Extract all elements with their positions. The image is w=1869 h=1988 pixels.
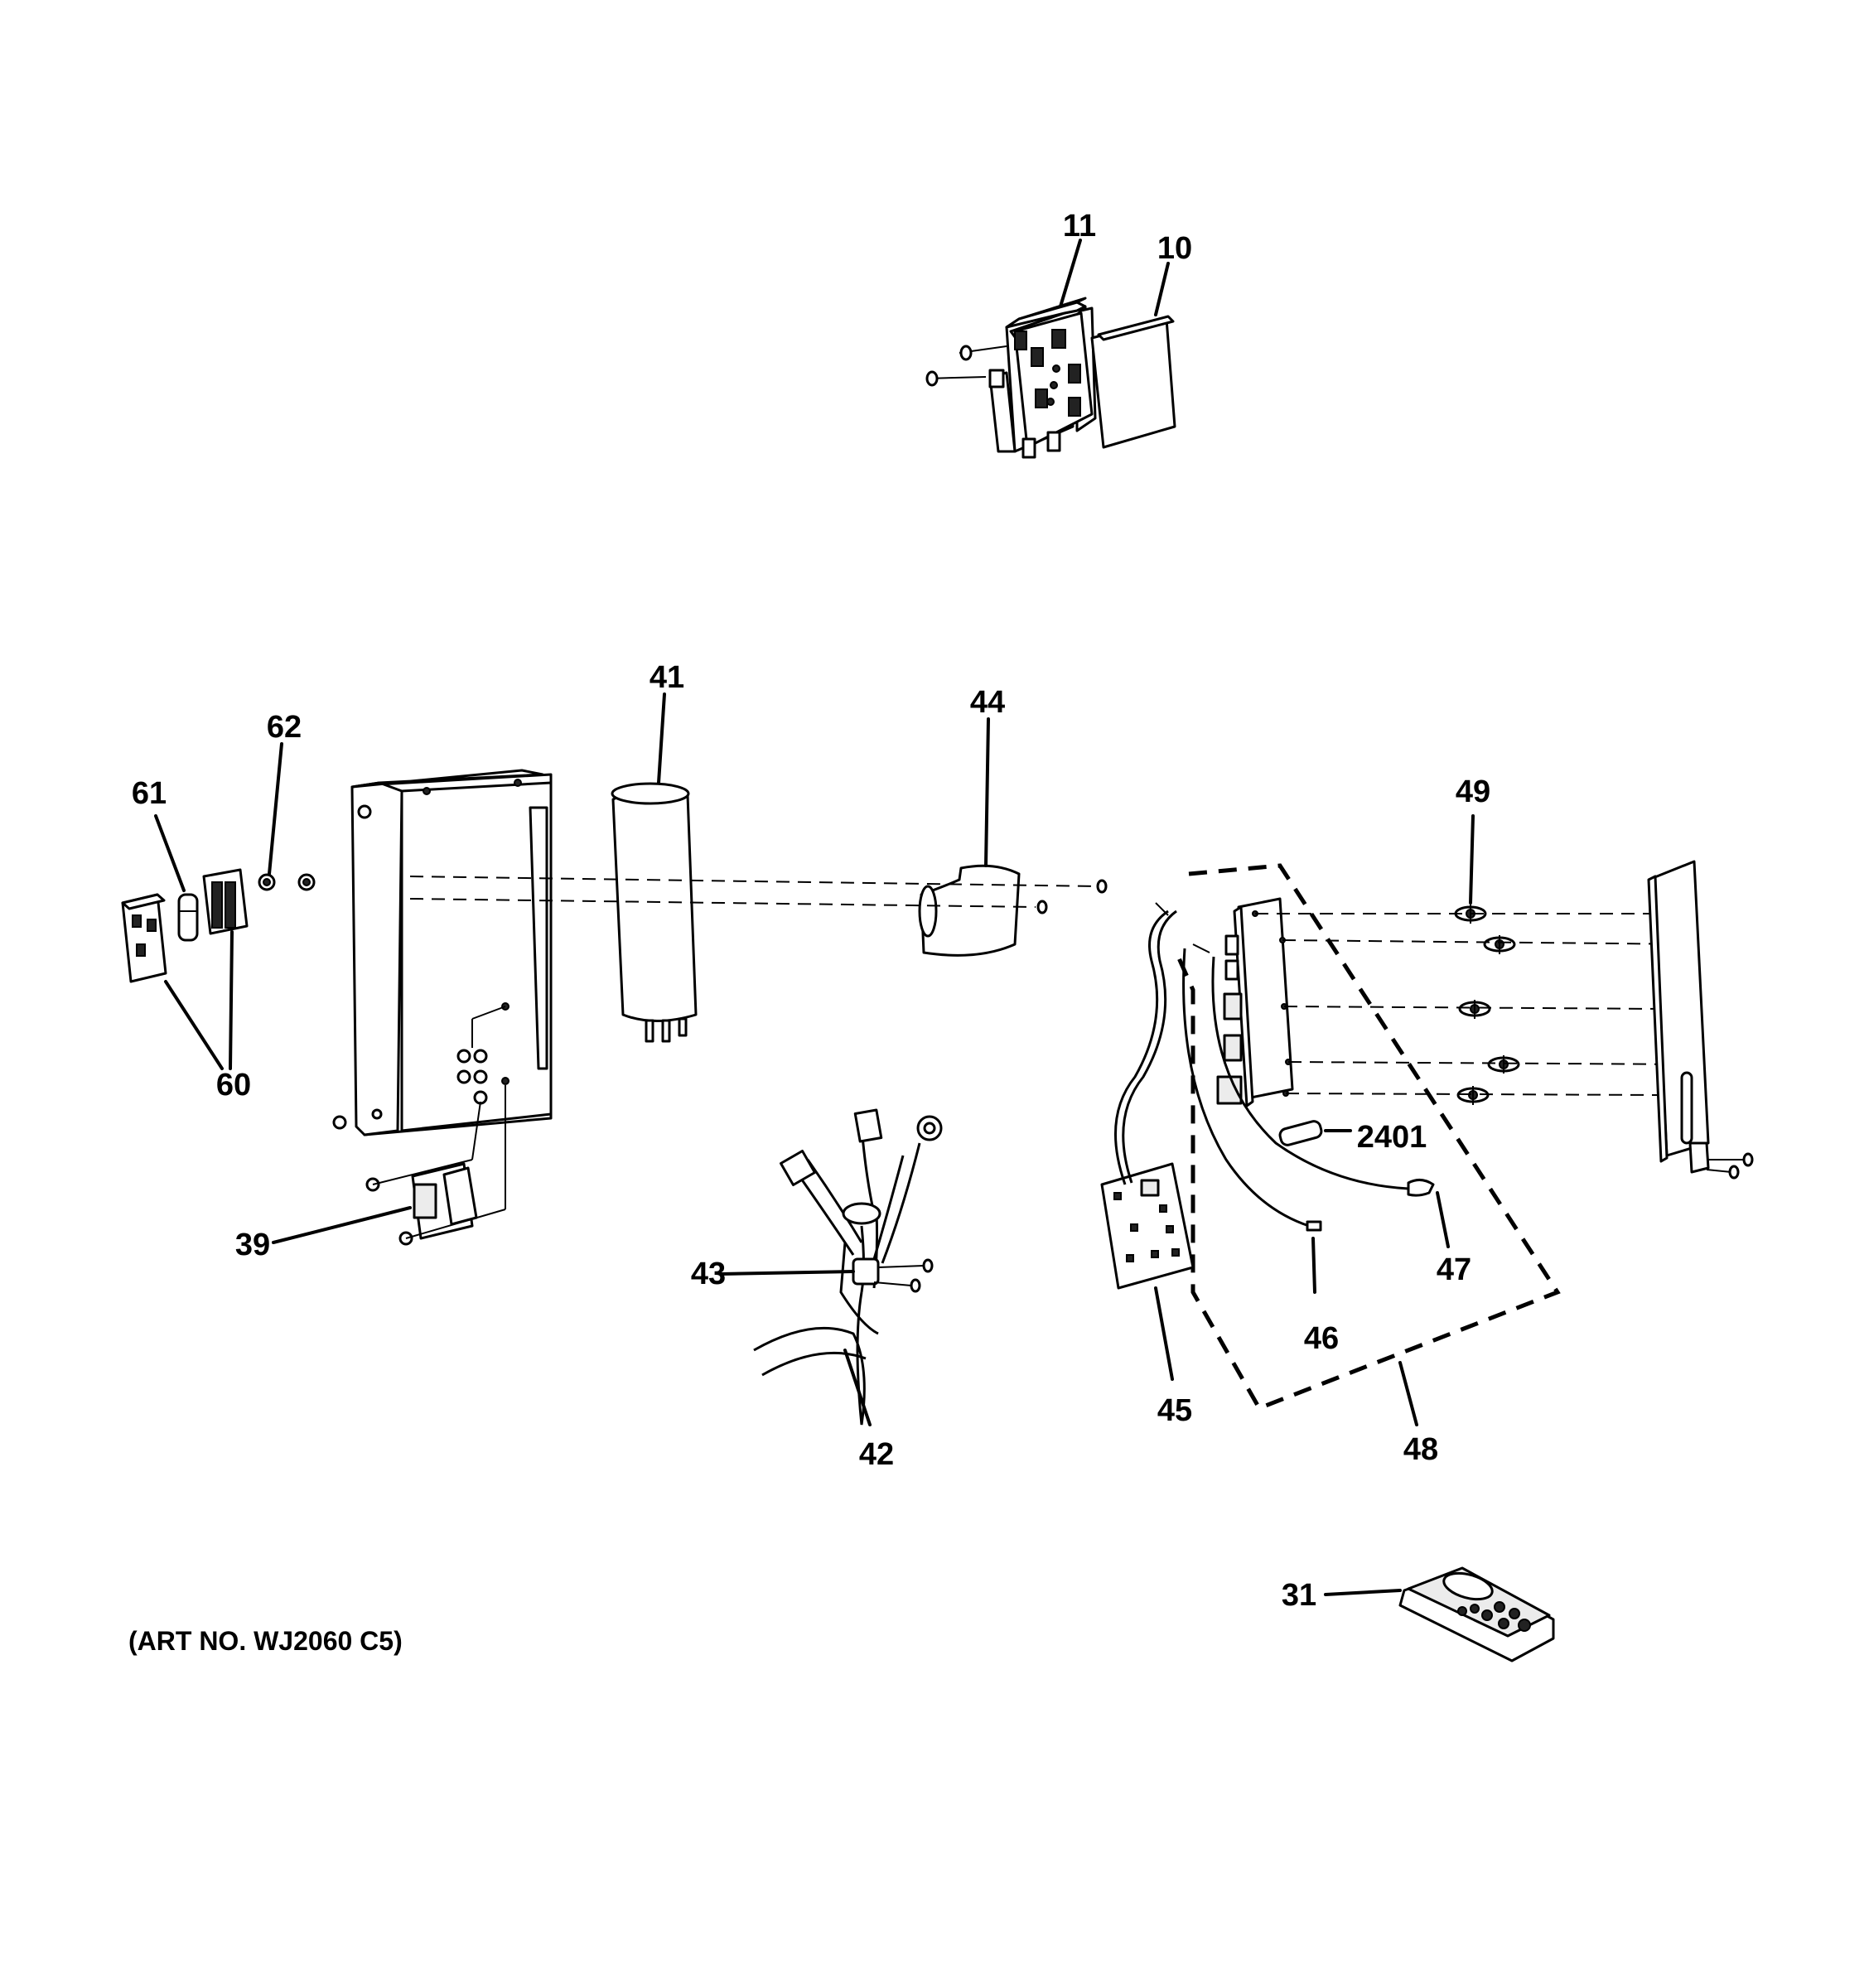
callout-10: 10	[1157, 231, 1192, 266]
callout-61: 61	[132, 776, 167, 811]
callout-31: 31	[1282, 1578, 1316, 1613]
callout-62: 62	[267, 710, 302, 745]
part-61-fuse[interactable]	[177, 893, 199, 942]
callout-44: 44	[970, 685, 1005, 720]
alignment-lines-board	[1255, 913, 1698, 1096]
callout-2401: 2401	[1357, 1120, 1427, 1155]
callout-labels: 11 10 41 44 62 61 60 39 49 2401 47 46 45…	[132, 209, 1490, 1613]
part-11-control-bracket[interactable]	[925, 297, 1097, 459]
part-44-capacitor-strap[interactable]	[918, 864, 1108, 957]
main-control-board[interactable]	[1216, 897, 1294, 1107]
callout-39: 39	[235, 1228, 270, 1262]
callout-49: 49	[1456, 774, 1490, 809]
part-10-panel[interactable]	[1090, 315, 1176, 449]
part-49-standoffs[interactable]	[1454, 905, 1520, 1105]
part-60-terminal-block-left[interactable]	[121, 893, 167, 983]
callout-43: 43	[691, 1257, 726, 1291]
art-number-note: (ART NO. WJ2060 C5)	[128, 1626, 403, 1656]
part-2401-fuse[interactable]	[1278, 1120, 1352, 1146]
part-43-cord-clamp[interactable]	[852, 1257, 934, 1293]
part-62-screws[interactable]	[258, 873, 316, 891]
part-39-relay[interactable]	[365, 1085, 506, 1246]
callout-60: 60	[216, 1068, 251, 1103]
callout-46: 46	[1304, 1321, 1339, 1356]
part-41-capacitor[interactable]	[611, 782, 698, 1043]
callout-47: 47	[1437, 1252, 1471, 1287]
board-mounting-bracket[interactable]	[1647, 860, 1754, 1180]
callout-11: 11	[1063, 209, 1096, 244]
control-box-bracket[interactable]	[332, 769, 553, 1136]
part-31-remote-control[interactable]	[1398, 1566, 1555, 1662]
callout-45: 45	[1157, 1393, 1192, 1428]
callout-48: 48	[1403, 1432, 1438, 1467]
part-48-group-boundary	[1174, 863, 1561, 1411]
part-47-coil-sensor[interactable]	[1192, 943, 1435, 1197]
callout-41: 41	[650, 660, 684, 695]
alignment-lines-capacitor	[409, 876, 1099, 908]
leader-lines	[154, 239, 1475, 1596]
part-60-terminal-block-right[interactable]	[202, 868, 249, 935]
part-45-display-board[interactable]	[1100, 902, 1195, 1290]
callout-42: 42	[859, 1437, 894, 1472]
part-42-power-cord[interactable]	[753, 1108, 943, 1426]
part-46-room-sensor[interactable]	[1182, 948, 1322, 1232]
